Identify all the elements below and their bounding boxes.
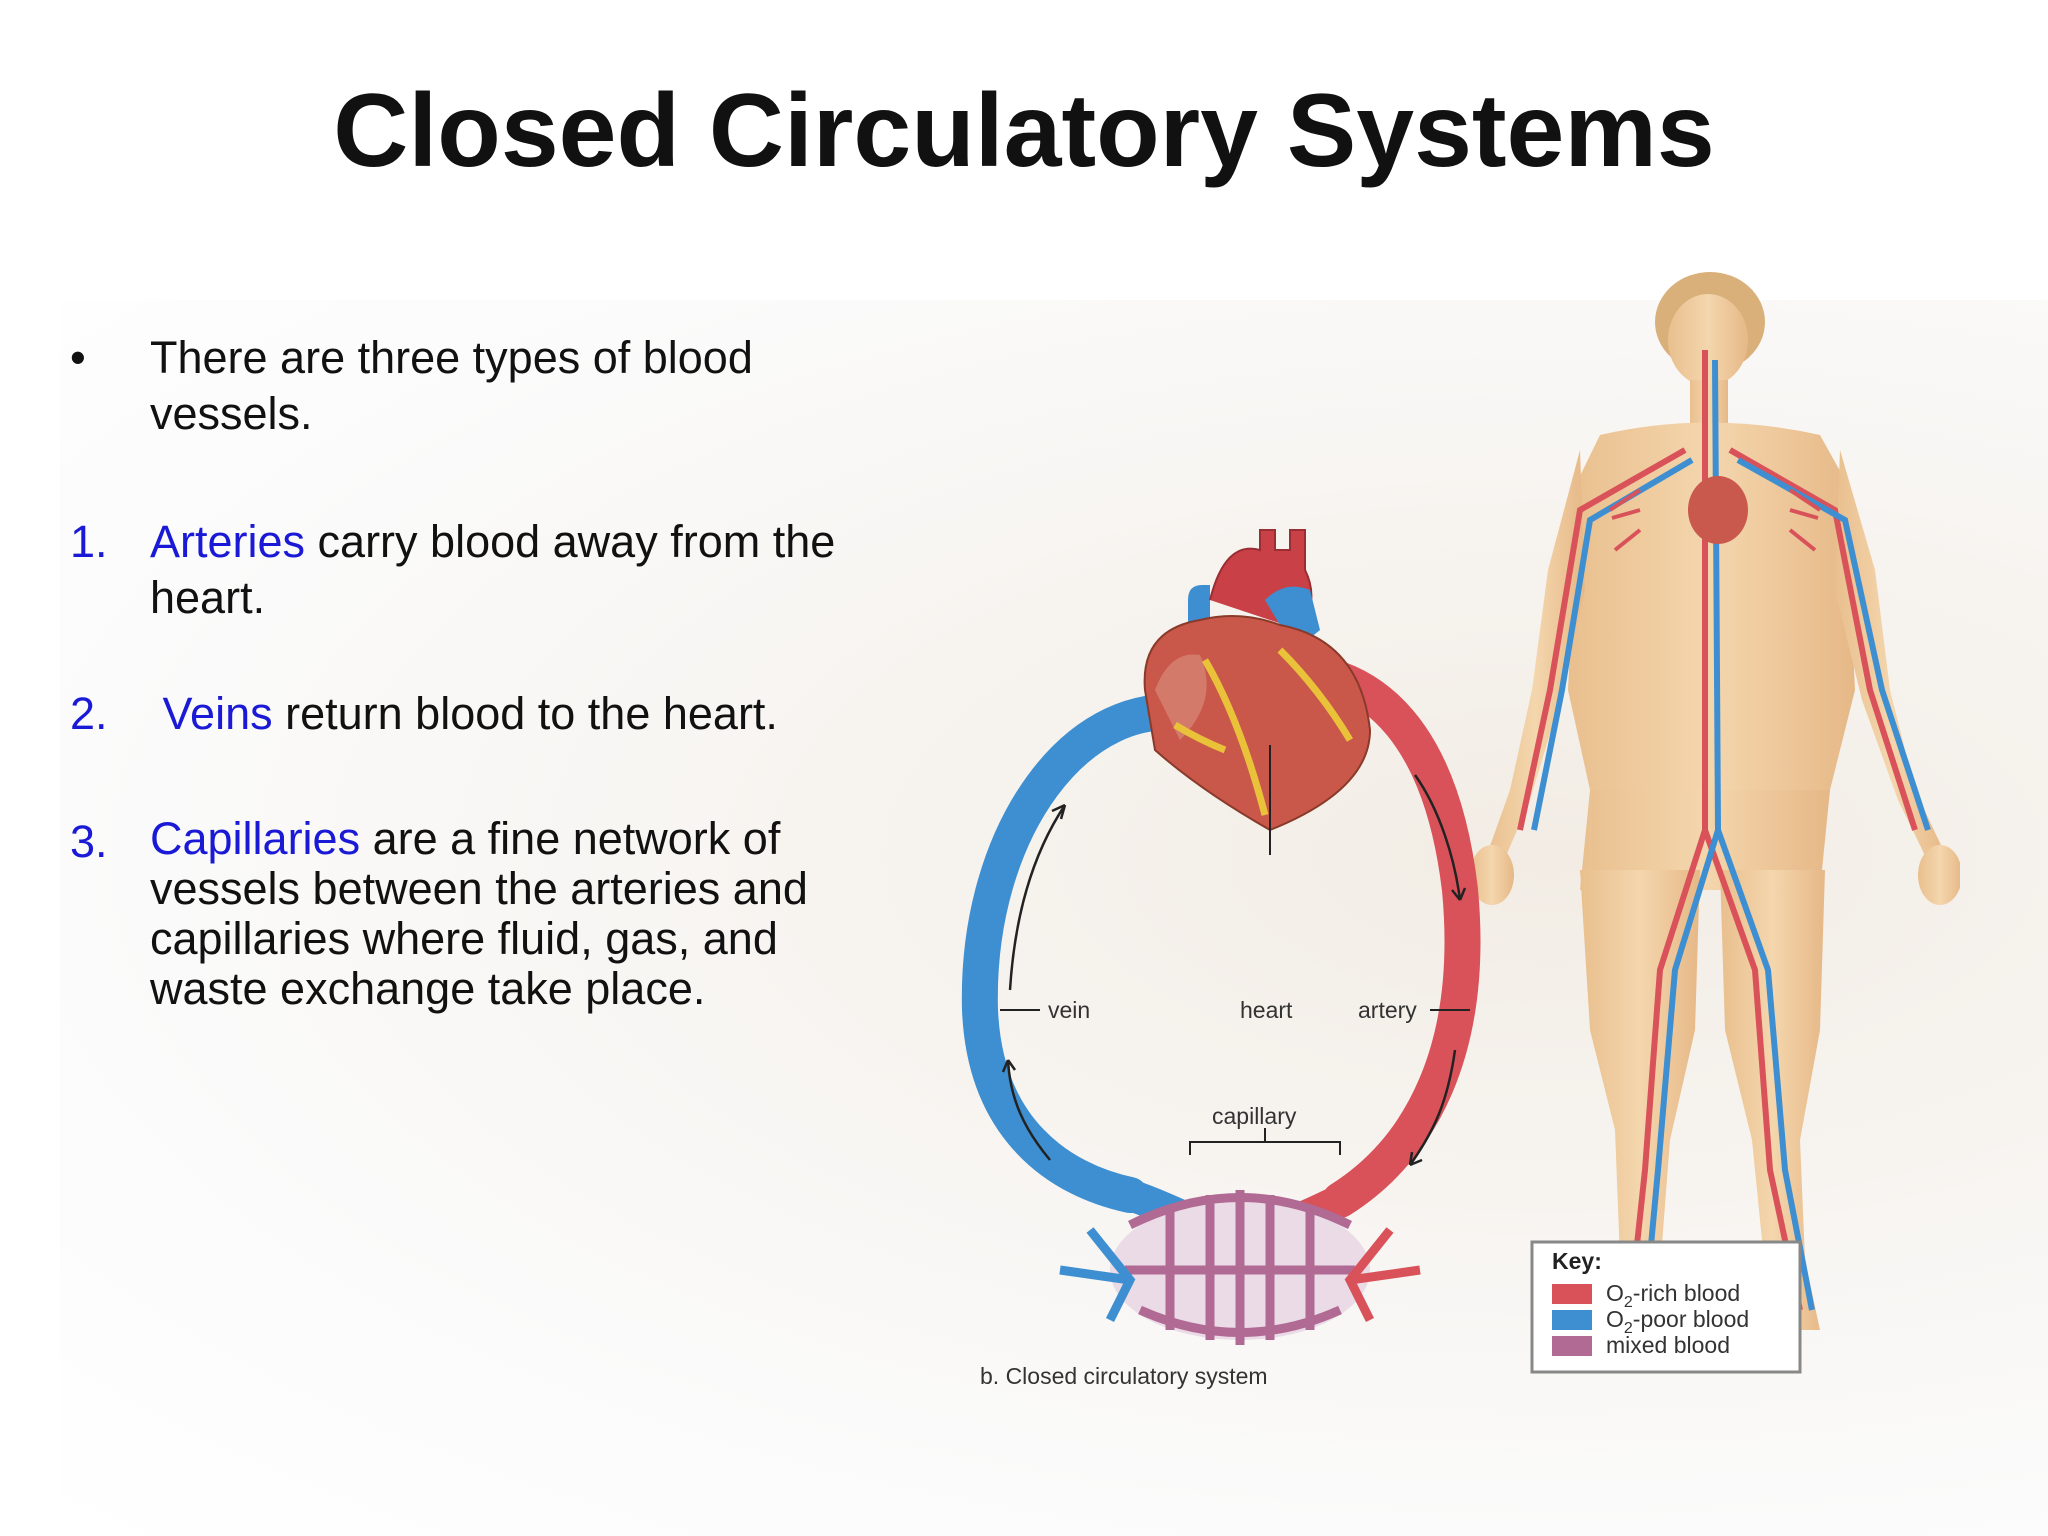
circulatory-figure: vein heart artery capillary b. Closed ci… [961, 272, 1960, 1389]
item-description: carry blood away from the heart. [150, 516, 836, 623]
key-entry-label: O2-rich blood [1606, 1280, 1740, 1311]
bullet-text: There are three types of blood vessels. [150, 332, 753, 439]
item-description: return blood to the heart. [272, 688, 778, 739]
list-item-arteries: 1. Arteries carry blood away from the he… [70, 514, 860, 626]
bullet-marker: • [70, 332, 86, 383]
key-title: Key: [1552, 1248, 1602, 1274]
key-swatch [1552, 1310, 1592, 1330]
list-item-text: Capillaries are a fine network of vessel… [150, 814, 860, 1014]
intro-bullet: • There are three types of blood vessels… [70, 330, 860, 442]
keyword-capillaries: Capillaries [150, 813, 361, 864]
key-entry-label: mixed blood [1606, 1332, 1730, 1358]
vein-label: vein [1048, 997, 1090, 1023]
key-swatch [1552, 1284, 1592, 1304]
artery-label: artery [1358, 997, 1417, 1023]
list-item-text: Veins return blood to the heart. [150, 686, 860, 742]
list-item-veins: 2. Veins return blood to the heart. [70, 686, 860, 742]
list-number: 3. [70, 816, 108, 867]
key-entry-label: O2-poor blood [1606, 1306, 1749, 1337]
item-description: are a fine network of vessels between th… [150, 813, 808, 1014]
keyword-arteries: Arteries [150, 516, 306, 567]
vessel-loop-illustration [961, 529, 1481, 1345]
list-number: 2. [70, 688, 108, 739]
capillary-label: capillary [1212, 1103, 1297, 1129]
slide-title: Closed Circulatory Systems [333, 73, 1715, 189]
list-item-capillaries: 3. Capillaries are a fine network of ves… [70, 814, 860, 1014]
figure-caption: b. Closed circulatory system [980, 1363, 1268, 1389]
list-number: 1. [70, 516, 108, 567]
list-item-text: Arteries carry blood away from the heart… [150, 514, 860, 626]
human-body-illustration [1470, 272, 1960, 1330]
text-column: • There are three types of blood vessels… [70, 330, 860, 1014]
heart-label: heart [1240, 997, 1293, 1023]
key-swatch [1552, 1336, 1592, 1356]
keyword-veins: Veins [162, 688, 273, 739]
